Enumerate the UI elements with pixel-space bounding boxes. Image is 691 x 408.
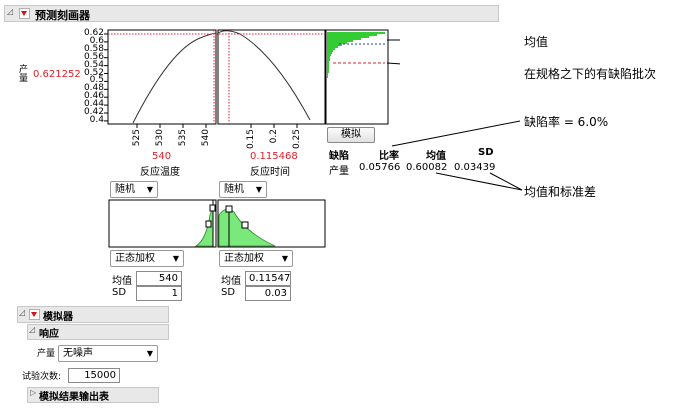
factor2-mean-label: 均值: [221, 276, 241, 287]
factor1-value[interactable]: 540: [152, 151, 172, 162]
profiler-header[interactable]: ◿ 预测刻画器: [4, 5, 499, 22]
red-triangle-menu-icon[interactable]: [19, 8, 30, 19]
collapse-triangle-icon[interactable]: ◿: [7, 7, 14, 16]
factor1-mean-label: 均值: [112, 276, 132, 287]
profiler-chart[interactable]: [0, 0, 400, 200]
defect-table-cell-mean: 0.60082: [406, 162, 448, 173]
y-axis-label: 产量: [17, 64, 27, 82]
factor2-name: 反应时间: [250, 167, 290, 178]
mean-sd-arrow-2: [489, 172, 523, 191]
x-ticks-temperature: [136, 124, 207, 128]
y-tick-label: 0.42: [83, 107, 104, 117]
distribution-handle-time-1: [225, 205, 233, 213]
y-tick-label: 0.62: [83, 28, 104, 38]
output-histogram-bars: [327, 32, 385, 78]
output-table-title: 模拟结果输出表: [39, 392, 109, 403]
factor2-weight-select[interactable]: 正态加权 ▼: [219, 250, 293, 267]
factor2-distribution-value: 随机: [224, 184, 244, 195]
factor1-mean-input[interactable]: 540: [136, 271, 182, 286]
y-tick-label: 0.52: [83, 67, 104, 78]
y-tick-label: 0.46: [83, 91, 104, 102]
annotation-mean-sd: 均值和标准差: [524, 185, 597, 199]
factor1-distribution-value: 随机: [115, 184, 135, 195]
factor2-sd-label: SD: [221, 287, 236, 298]
output-table-header[interactable]: ▷ 模拟结果输出表: [27, 387, 159, 403]
profile-panel-temperature: [107, 29, 217, 125]
x-ticks-time: [250, 124, 298, 128]
collapse-triangle-icon[interactable]: ◿: [19, 308, 26, 317]
defect-table-cell-response: 产量: [329, 166, 349, 177]
response-title: 响应: [39, 329, 59, 340]
defect-table-header-sd: SD: [478, 147, 494, 158]
red-triangle-menu-icon[interactable]: [29, 309, 40, 320]
chevron-down-icon: ▼: [146, 349, 153, 358]
y-tick-label: 0.54: [83, 59, 104, 70]
y-tick-label: 0.58: [83, 43, 104, 54]
mean-sd-arrow-1: [435, 172, 523, 191]
distribution-handle-temperature-2: [205, 220, 212, 228]
annotation-defect-rate: 缺陷率 = 6.0%: [524, 115, 609, 129]
simulate-button[interactable]: 模拟: [327, 127, 375, 143]
factor1-sd-input[interactable]: 1: [136, 286, 182, 301]
distribution-curve-time: [218, 208, 276, 247]
y-current-value: 0.621252: [33, 69, 81, 80]
factor2-value[interactable]: 0.115468: [250, 151, 298, 162]
factor2-weight-value: 正态加权: [224, 253, 264, 264]
y-tick-label: 0.5: [89, 75, 104, 86]
factor2-distribution-select[interactable]: 随机 ▼: [219, 181, 267, 198]
distribution-panels[interactable]: [0, 0, 400, 260]
factor1-weight-value: 正态加权: [115, 253, 155, 264]
chevron-down-icon: ▼: [146, 185, 153, 194]
distribution-handle-time-2: [241, 221, 249, 229]
distribution-panel-temperature: [108, 199, 217, 248]
annotation-mean: 均值: [524, 35, 549, 49]
y-tick-label: 0.44: [83, 99, 104, 110]
y-tick-label: 0.6: [89, 35, 104, 46]
simulator-header[interactable]: ◿ 模拟器: [17, 306, 169, 323]
response-noise-select[interactable]: 无噪声 ▼: [58, 345, 158, 362]
y-tick-label: 0.56: [83, 51, 104, 62]
response-header[interactable]: ◿ 响应: [27, 324, 169, 340]
defect-table-header-mean: 均值: [426, 151, 446, 162]
annotation-defect-batches: 在规格之下的有缺陷批次: [524, 67, 657, 81]
expand-triangle-icon[interactable]: ▷: [30, 388, 37, 397]
factor1-distribution-select[interactable]: 随机 ▼: [110, 181, 158, 198]
runs-input[interactable]: 15000: [68, 368, 120, 383]
response-label: 产量: [37, 349, 56, 359]
profiler-title: 预测刻画器: [35, 9, 90, 22]
y-tick-label: 0.48: [83, 83, 104, 94]
runs-label: 试验次数:: [22, 372, 62, 382]
factor2-mean-input[interactable]: 0.11547: [245, 271, 291, 286]
profile-panel-time: [217, 29, 326, 125]
profile-curve-time: [217, 30, 311, 121]
defect-table-cell-sd: 0.03439: [454, 162, 496, 173]
response-noise-value: 无噪声: [63, 348, 93, 359]
defect-rate-arrow: [391, 120, 521, 147]
factor1-name: 反应温度: [140, 167, 180, 178]
chevron-down-icon: ▼: [255, 185, 262, 194]
defect-table-header-defect: 缺陷: [329, 151, 349, 162]
chevron-down-icon: ▼: [172, 254, 179, 263]
y-tick-label: 0.4: [89, 114, 104, 125]
distribution-handle-temperature-1: [209, 204, 216, 212]
defect-table-header-rate: 比率: [379, 151, 399, 162]
chevron-down-icon: ▼: [281, 254, 288, 263]
factor2-sd-input[interactable]: 0.03: [245, 286, 291, 301]
collapse-triangle-icon[interactable]: ◿: [29, 325, 36, 334]
factor1-sd-label: SD: [112, 287, 127, 298]
factor1-weight-select[interactable]: 正态加权 ▼: [110, 250, 184, 267]
defect-table-cell-rate: 0.05766: [359, 162, 401, 173]
simulator-title: 模拟器: [43, 312, 73, 323]
